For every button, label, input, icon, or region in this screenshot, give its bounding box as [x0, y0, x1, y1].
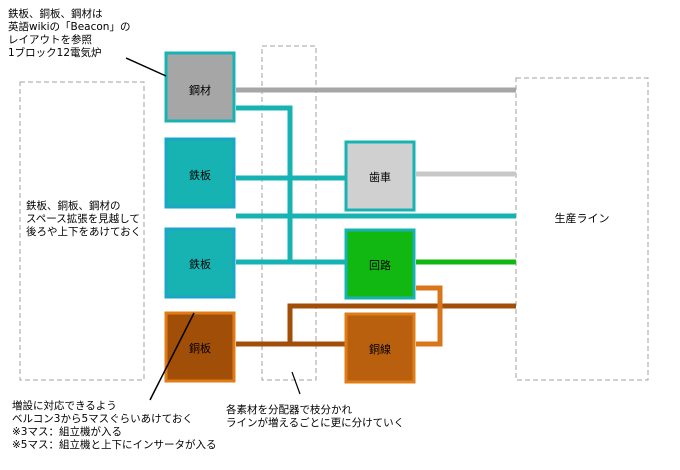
layout-reference-note: 鉄板、銅板、鋼材は 英語wikiの「Beacon」の レイアウトを参照 1ブロッ… [8, 8, 131, 59]
iron-block-1 [164, 137, 236, 209]
callout-line-bottom [149, 312, 195, 401]
wire-line [416, 285, 443, 347]
circuit-block [344, 228, 416, 300]
production-line-label: 生産ライン [554, 212, 610, 225]
expansion-note: 増設に対応できるよう ベルコン3から5マスぐらいあけておく ※3マス：組立機が入… [12, 400, 217, 451]
gear-block [344, 140, 416, 212]
iron-label-2: 鉄板 [189, 258, 211, 271]
splitter-zone [261, 45, 317, 381]
reserved-space-left [19, 81, 145, 381]
steel-label: 鋼材 [189, 84, 211, 97]
gear-label: 歯車 [369, 171, 391, 184]
splitter-note: 各素材を分配器で枝分かれ ラインが増えるごとに更に分けていく [226, 404, 405, 429]
copper-label: 銅板 [189, 342, 211, 355]
iron-block-2 [164, 227, 236, 299]
wire-label: 銅線 [369, 343, 391, 356]
iron-lines [236, 105, 516, 265]
steel-block [164, 51, 236, 123]
callout-line-top [125, 57, 167, 77]
iron-label-1: 鉄板 [189, 169, 211, 182]
wire-block [344, 312, 416, 384]
space-reserve-note: 鉄板、銅板、鋼材の スペース拡張を見越して 後ろや上下をあけておく [26, 200, 142, 238]
circuit-label: 回路 [369, 259, 391, 272]
production-line-area [515, 77, 649, 381]
callout-line-splitter [291, 371, 301, 395]
